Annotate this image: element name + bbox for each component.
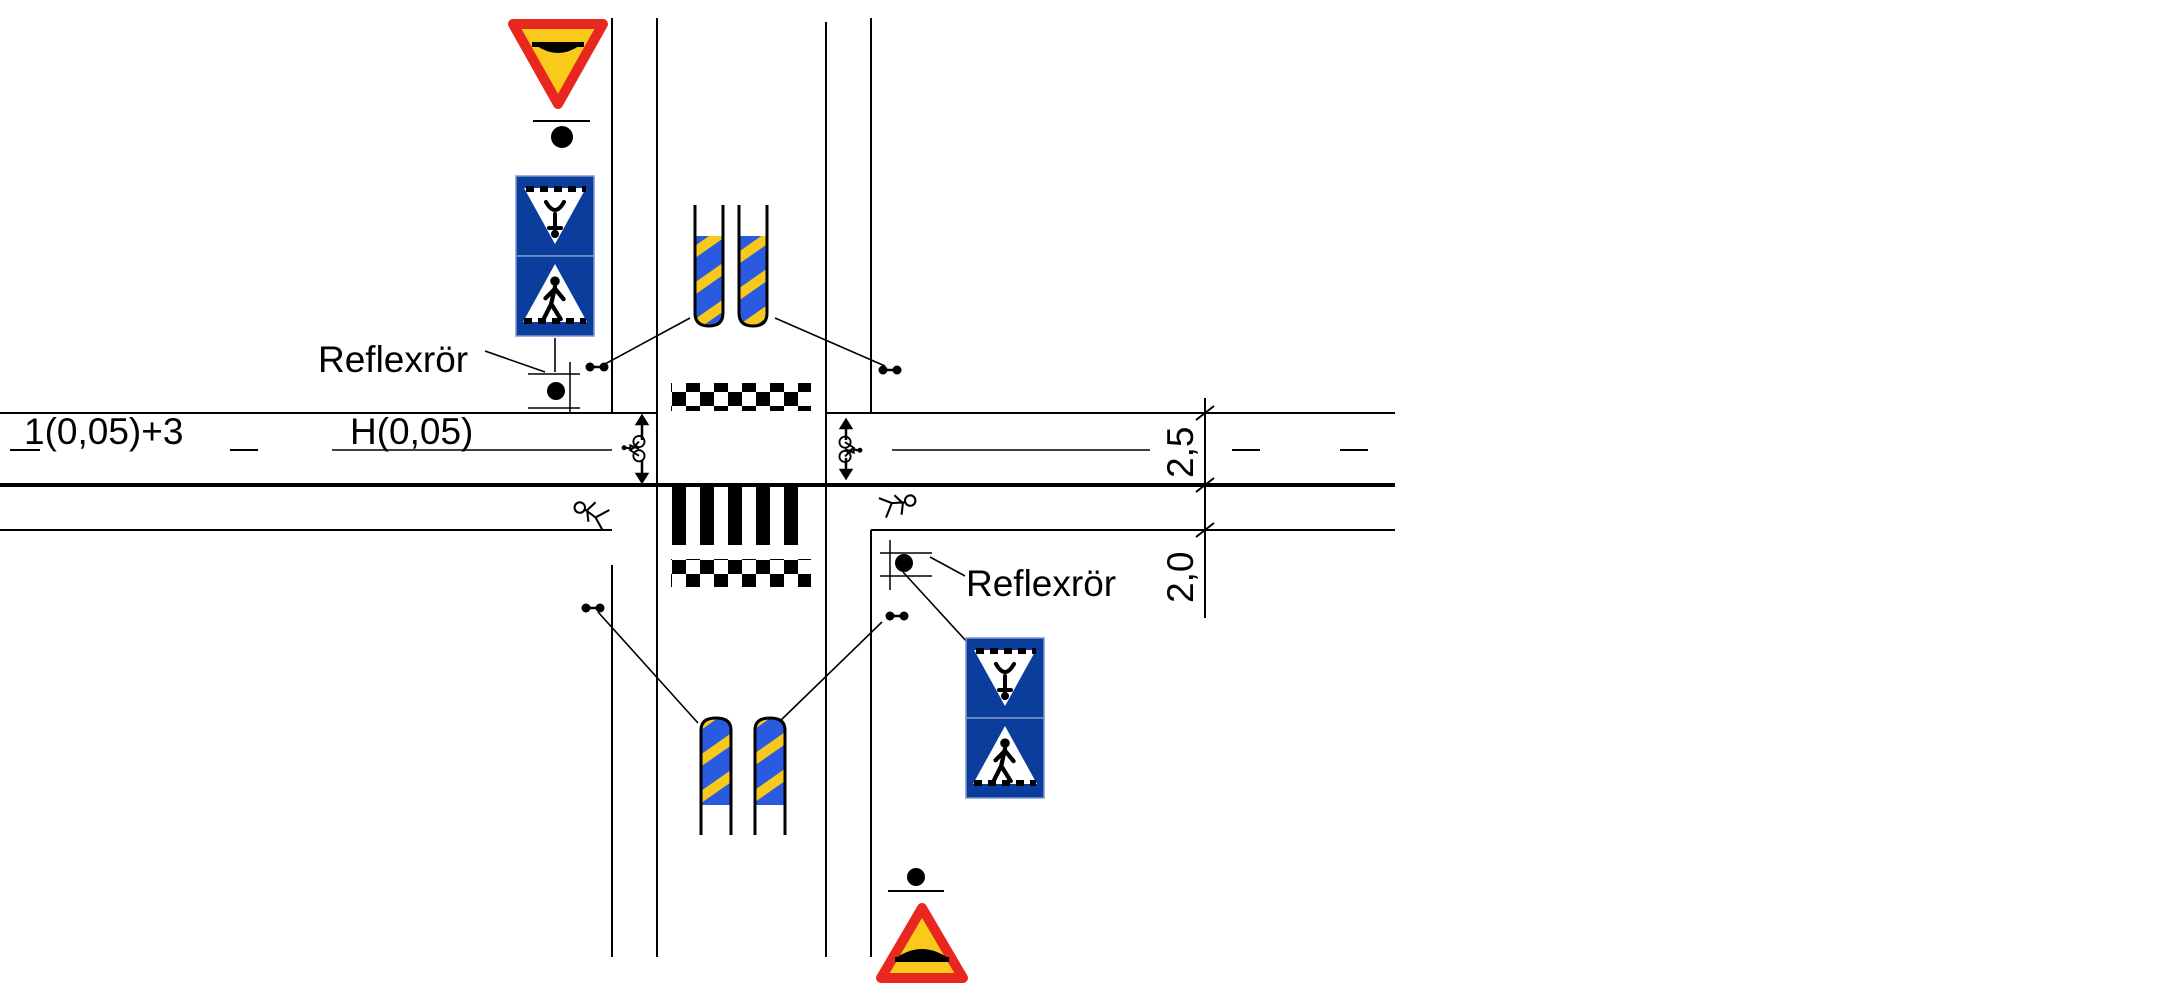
pedestrian-icon [877, 485, 920, 522]
reflector-post-icon [580, 602, 606, 614]
marking-label-middle: H(0,05) [350, 411, 473, 452]
sign-post-top [533, 120, 590, 148]
dimension-lines [1195, 398, 1215, 618]
reflector-post-icon [884, 610, 910, 622]
pedestrian-crossing-sign-icon [973, 726, 1037, 786]
sign-stack-bottom [965, 637, 1045, 799]
dimension-sidewalk: 2,0 [1160, 552, 1201, 603]
zebra-crossing [672, 487, 798, 545]
checker-row-top [671, 383, 811, 411]
bollard-icon [753, 716, 787, 835]
sign-post-bottom [888, 868, 944, 892]
road-edges [0, 18, 1395, 957]
cycle-crossing-sign-icon [974, 648, 1036, 706]
pedestrian-crossing-sign-icon [523, 264, 587, 324]
marking-label-left: 1(0,05)+3 [24, 411, 183, 452]
leader-lines [484, 317, 969, 724]
bicycle-icon [838, 435, 864, 464]
bollard-icon [692, 205, 726, 328]
reflex-label-bottom: Reflexrör [966, 563, 1116, 604]
sign-post-reflex-bottom [880, 540, 932, 590]
bollard-icon [699, 716, 733, 835]
pedestrian-icon [569, 494, 612, 531]
direction-arrows-right [838, 417, 854, 481]
speed-bump-warning-icon [508, 19, 608, 109]
cycle-crossing-sign-icon [524, 186, 586, 244]
sign-stack-top [515, 175, 595, 337]
speed-bump-warning-icon [876, 903, 968, 983]
reflector-post-icon [877, 364, 903, 376]
bollard-icon [736, 205, 770, 328]
direction-arrows-left [634, 413, 650, 485]
dimension-cycle-lane: 2,5 [1160, 427, 1201, 478]
checker-row-bottom [671, 559, 811, 587]
sign-post-reflex-top [528, 362, 580, 412]
reflex-label-top: Reflexrör [318, 339, 468, 380]
